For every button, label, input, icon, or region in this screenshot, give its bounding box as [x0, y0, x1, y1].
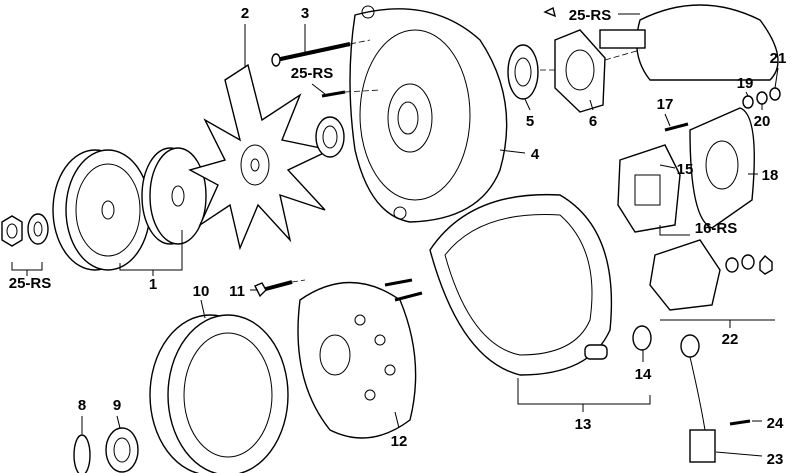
label-25-rs-rotor: 25-RS: [569, 7, 612, 24]
long-bolt-part[interactable]: [271, 42, 351, 67]
regulator-part[interactable]: [649, 239, 773, 311]
sensor-part[interactable]: [680, 334, 751, 463]
label-6: 6: [589, 113, 597, 130]
nut-washer-part[interactable]: [1, 213, 49, 247]
washers-part[interactable]: [742, 87, 781, 109]
brush-holder-part[interactable]: [617, 144, 681, 233]
label-11: 11: [229, 283, 245, 300]
label-18: 18: [762, 167, 779, 184]
bearing-ring-part[interactable]: [73, 427, 139, 473]
stator-part[interactable]: [149, 314, 289, 473]
label-15: 15: [677, 161, 694, 178]
sleeve-part[interactable]: [632, 325, 652, 351]
label-24: 24: [767, 415, 784, 432]
leader-lines: [11, 13, 779, 457]
rotor-part[interactable]: [543, 4, 779, 81]
bolt-part[interactable]: [254, 280, 293, 298]
label-5: 5: [526, 113, 534, 130]
label-9: 9: [113, 397, 121, 414]
drive-end-housing-part[interactable]: [349, 5, 508, 223]
label-25-rs-screw: 25-RS: [291, 65, 334, 82]
label-20: 20: [754, 113, 771, 130]
label-17: 17: [657, 96, 674, 113]
label-14: 14: [635, 366, 652, 383]
screw-part[interactable]: [315, 90, 346, 158]
label-21: 21: [770, 50, 787, 67]
rectifier-part[interactable]: [297, 278, 423, 439]
label-16-rs: 16-RS: [695, 220, 738, 237]
label-2: 2: [241, 5, 249, 22]
cover-plate-part[interactable]: [664, 107, 755, 229]
pulley-part[interactable]: [52, 147, 207, 271]
label-3: 3: [301, 5, 309, 22]
fan-part[interactable]: [188, 63, 333, 251]
bearing-part[interactable]: [507, 44, 539, 100]
slip-ring-cover-part[interactable]: [429, 193, 613, 376]
label-22: 22: [722, 331, 739, 348]
label-25-rs-nut: 25-RS: [9, 275, 52, 292]
label-1: 1: [149, 276, 157, 293]
label-4: 4: [531, 146, 540, 163]
label-8: 8: [78, 397, 86, 414]
bearing-plate-part[interactable]: [554, 29, 606, 113]
label-10: 10: [193, 283, 210, 300]
label-13: 13: [575, 416, 592, 433]
label-19: 19: [737, 75, 754, 92]
label-12: 12: [391, 433, 408, 450]
label-23: 23: [767, 451, 784, 468]
